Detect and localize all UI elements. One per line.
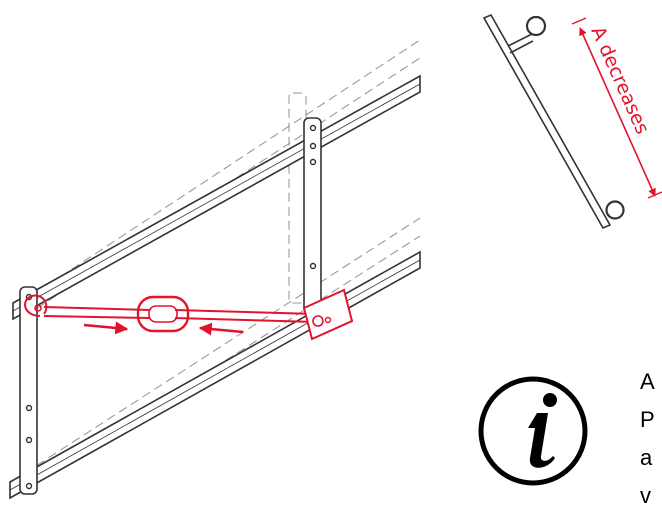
arrow-right [83,321,129,335]
left-rod-top [43,306,151,311]
turnbuckle-outer [136,295,190,333]
dimension-line [579,27,656,197]
right-rod-top [174,309,317,315]
detail-bar [482,13,612,230]
turnbuckle-inner [148,305,178,323]
left-post [19,286,38,495]
dimension-label: A decreases [586,23,653,137]
info-line-3: a [640,445,653,470]
detail-drawing: A decreases [482,13,662,230]
right-rod-bottom [174,317,317,323]
arrows [83,321,244,336]
main-frame [9,74,421,500]
info-icon [478,376,588,486]
info-line-4: v [640,483,651,508]
detail-bottom-pin [605,200,625,220]
detail-top-pin [525,15,547,37]
info-line-1: A [640,369,655,394]
left-rod-bottom [43,315,151,319]
info-line-2: P [640,407,655,432]
arrow-left [198,322,244,336]
tension-assembly [24,288,354,341]
right-bracket [302,288,354,341]
info-text: A P a v [640,363,662,515]
